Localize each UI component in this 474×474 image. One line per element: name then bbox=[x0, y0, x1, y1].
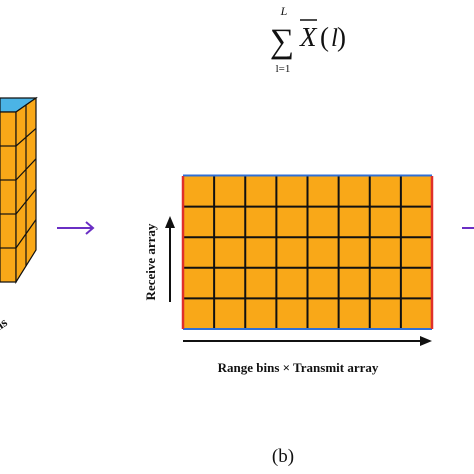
transition-arrow-left bbox=[57, 221, 95, 235]
formula-close-paren: ) bbox=[337, 22, 346, 52]
cube-grid-lines bbox=[0, 105, 37, 266]
sum-lower-limit: l=1 bbox=[276, 63, 291, 75]
formula-term: X bbox=[299, 22, 318, 52]
range-transmit-label: Range bins × Transmit array bbox=[218, 360, 379, 375]
matrix-grid-lines bbox=[183, 176, 432, 329]
data-cube bbox=[0, 96, 38, 285]
sum-symbol: ∑ bbox=[270, 23, 294, 60]
formula-arg: l bbox=[331, 25, 338, 52]
formula: L ∑ l=1 X ( l ) bbox=[270, 4, 346, 75]
range-transmit-matrix bbox=[181, 174, 434, 330]
cube-front-face bbox=[0, 111, 17, 283]
sum-upper-limit: L bbox=[280, 4, 288, 18]
range-axis-arrow bbox=[183, 336, 432, 346]
receive-array-label: Receive array bbox=[143, 223, 158, 300]
formula-open-paren: ( bbox=[320, 22, 329, 52]
left-axis-label-fragment: ms bbox=[0, 314, 10, 335]
panel-label: (b) bbox=[272, 446, 294, 467]
receive-axis-arrow bbox=[165, 216, 175, 302]
